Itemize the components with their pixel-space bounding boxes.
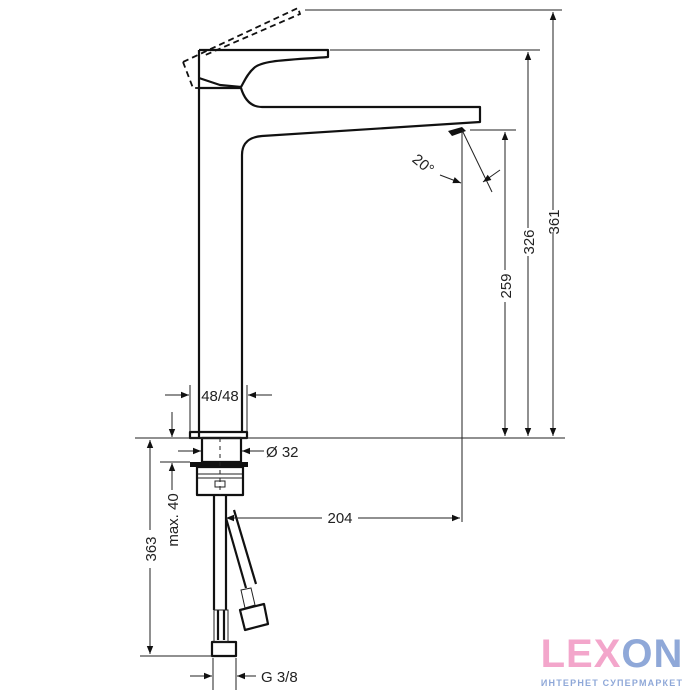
dim-259: 259 xyxy=(498,273,515,298)
logo-text-pink: LEX xyxy=(540,632,622,676)
logo-tagline: ИНТЕРНЕТ СУПЕРМАРКЕТ xyxy=(540,678,684,688)
collar xyxy=(200,436,243,464)
dim-angle: 20° xyxy=(409,151,437,179)
dim-48-48: 48/48 xyxy=(201,388,239,405)
lexon-logo: LEXON ИНТЕРНЕТ СУПЕРМАРКЕТ xyxy=(532,634,692,688)
hose-nut-straight xyxy=(210,640,238,658)
dim-363: 363 xyxy=(143,536,160,561)
dim-max-40: max. 40 xyxy=(165,493,182,546)
washer xyxy=(190,462,248,467)
dim-diameter-32: Ø 32 xyxy=(266,444,299,461)
dim-g-3-8: G 3/8 xyxy=(261,669,298,686)
hose-angled xyxy=(224,509,258,589)
dim-204: 204 xyxy=(327,510,352,527)
outlet xyxy=(448,127,466,136)
hose-straight xyxy=(212,495,228,610)
dimension-lines xyxy=(135,10,565,690)
lever-open-position xyxy=(182,6,302,89)
faucet-outline xyxy=(182,6,482,658)
dim-326: 326 xyxy=(521,229,538,254)
logo-text-blue: ON xyxy=(621,632,684,676)
hose-nut-angled xyxy=(238,602,270,632)
spout xyxy=(239,87,482,432)
lever xyxy=(198,48,330,89)
dim-361: 361 xyxy=(546,209,563,234)
